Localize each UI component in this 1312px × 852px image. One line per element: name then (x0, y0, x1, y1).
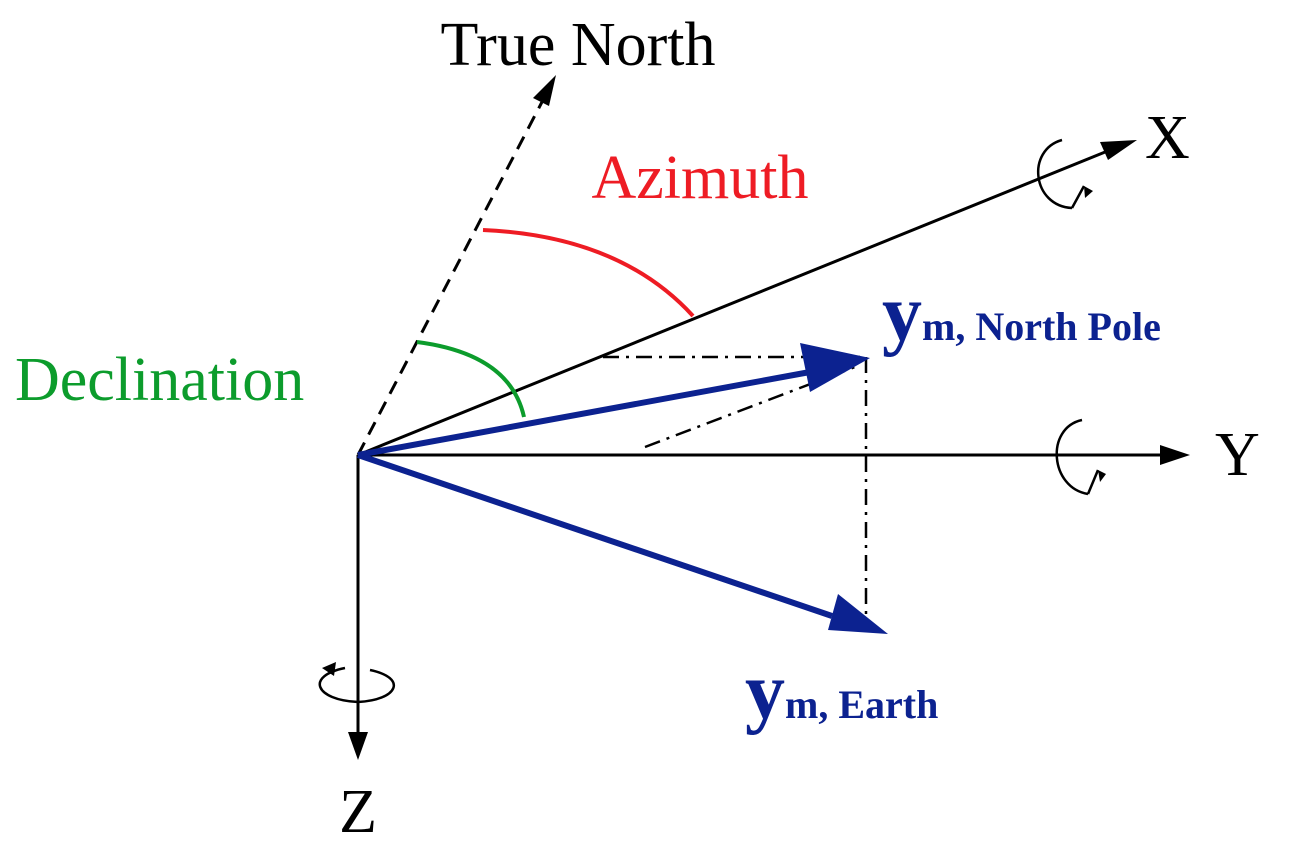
ym-north-pole-vector (357, 343, 870, 458)
x-axis (357, 140, 1137, 457)
z-axis (348, 455, 368, 760)
azimuth-label: Azimuth (592, 144, 809, 212)
y-axis-label: Y (1215, 421, 1260, 489)
ym-earth-label: ym, Earth (745, 648, 938, 736)
ym-earth-sub: m, Earth (785, 682, 938, 727)
y-axis (358, 445, 1190, 465)
rotation-arrow-icon (1055, 418, 1106, 496)
true-north-label: True North (440, 11, 715, 79)
z-axis-label: Z (339, 778, 377, 846)
declination-arc (416, 340, 526, 418)
declination-label: Declination (15, 346, 304, 414)
rotation-arrow-icon (318, 662, 395, 704)
ym-earth-vector (357, 452, 888, 634)
ym-north-pole-sub: m, North Pole (922, 304, 1161, 349)
x-axis-label: X (1145, 104, 1190, 172)
ym-north-pole-label: ym, North Pole (882, 270, 1161, 358)
ym-north-pole-main: y (882, 270, 922, 358)
projection-lines (603, 355, 868, 622)
rotation-arrow-icon (1037, 138, 1093, 210)
true-north-axis (356, 75, 556, 456)
azimuth-arc (482, 228, 695, 318)
ym-earth-main: y (745, 648, 785, 736)
